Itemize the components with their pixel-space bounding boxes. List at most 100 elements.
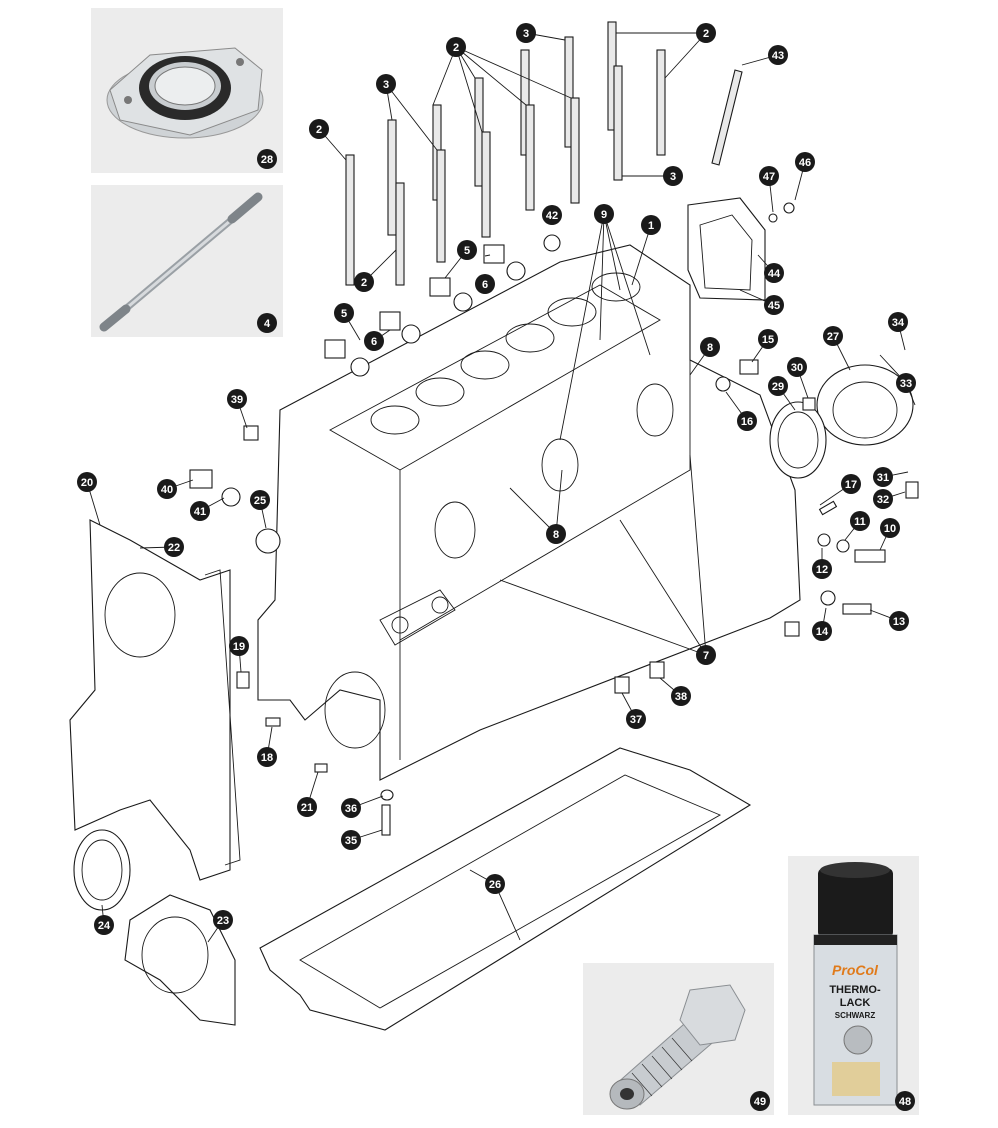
callout-circle bbox=[364, 331, 384, 351]
callout-circle bbox=[889, 611, 909, 631]
callout-circle bbox=[888, 312, 908, 332]
callout-circle bbox=[457, 240, 477, 260]
callout-26: 26 bbox=[485, 874, 505, 894]
callout-number: 47 bbox=[763, 171, 775, 183]
callout-number: 15 bbox=[762, 334, 774, 346]
callout-number: 39 bbox=[231, 394, 243, 406]
callout-18: 18 bbox=[257, 747, 277, 767]
callout-circle bbox=[257, 313, 277, 333]
callout-circle bbox=[758, 329, 778, 349]
sump-gasket bbox=[259, 747, 752, 1031]
callout-10: 10 bbox=[880, 518, 900, 538]
callout-38: 38 bbox=[671, 686, 691, 706]
callout-34: 34 bbox=[888, 312, 908, 332]
callout-number: 25 bbox=[254, 495, 266, 507]
callout-circle bbox=[542, 205, 562, 225]
callout-circle bbox=[250, 490, 270, 510]
can-line3-text: SCHWARZ bbox=[835, 1011, 876, 1020]
callout-8: 8 bbox=[700, 337, 720, 357]
callout-circle bbox=[164, 537, 184, 557]
callout-number: 44 bbox=[768, 268, 781, 280]
callout-circle bbox=[873, 467, 893, 487]
callout-circle bbox=[663, 166, 683, 186]
callout-circle bbox=[446, 37, 466, 57]
callout-circle bbox=[787, 357, 807, 377]
callout-48: 48 bbox=[895, 1091, 915, 1111]
callout-circle bbox=[873, 489, 893, 509]
callout-circle bbox=[750, 1091, 770, 1111]
callout-number: 5 bbox=[464, 245, 470, 257]
callout-46: 46 bbox=[795, 152, 815, 172]
photo-paint-can: ProCol THERMO- LACK SCHWARZ bbox=[788, 856, 919, 1115]
callout-circle bbox=[795, 152, 815, 172]
callout-number: 12 bbox=[816, 564, 828, 576]
callout-circle bbox=[257, 747, 277, 767]
callout-circle bbox=[229, 636, 249, 656]
dipstick-tube bbox=[711, 69, 743, 166]
callout-circle bbox=[516, 23, 536, 43]
callout-25: 25 bbox=[250, 490, 270, 510]
callout-circle bbox=[309, 119, 329, 139]
callout-circle bbox=[475, 274, 495, 294]
callout-15: 15 bbox=[758, 329, 778, 349]
callout-circle bbox=[297, 797, 317, 817]
callout-9: 9 bbox=[594, 204, 614, 224]
callout-number: 42 bbox=[546, 210, 558, 222]
callout-1: 1 bbox=[641, 215, 661, 235]
callout-22: 22 bbox=[164, 537, 184, 557]
callout-number: 38 bbox=[675, 691, 687, 703]
callout-40: 40 bbox=[157, 479, 177, 499]
callout-number: 33 bbox=[900, 378, 912, 390]
callout-circle bbox=[764, 263, 784, 283]
callout-number: 31 bbox=[877, 472, 889, 484]
callout-number: 7 bbox=[703, 650, 709, 662]
callout-11: 11 bbox=[850, 511, 870, 531]
callout-number: 30 bbox=[791, 362, 803, 374]
callout-circle bbox=[354, 272, 374, 292]
callout-number: 19 bbox=[233, 641, 245, 653]
callout-number: 17 bbox=[845, 479, 857, 491]
callout-16: 16 bbox=[737, 411, 757, 431]
callout-33: 33 bbox=[896, 373, 916, 393]
callout-number: 9 bbox=[601, 209, 607, 221]
callout-circle bbox=[812, 559, 832, 579]
callout-39: 39 bbox=[227, 389, 247, 409]
callout-2: 2 bbox=[696, 23, 716, 43]
callout-41: 41 bbox=[190, 501, 210, 521]
callout-circle bbox=[626, 709, 646, 729]
callout-circle bbox=[696, 23, 716, 43]
callout-44: 44 bbox=[764, 263, 784, 283]
callout-circle bbox=[594, 204, 614, 224]
photo-seal-housing bbox=[91, 8, 283, 173]
callout-number: 21 bbox=[301, 802, 313, 814]
callout-37: 37 bbox=[626, 709, 646, 729]
callout-49: 49 bbox=[750, 1091, 770, 1111]
side-cover-gasket bbox=[687, 197, 766, 301]
callout-number: 3 bbox=[523, 28, 529, 40]
callout-17: 17 bbox=[841, 474, 861, 494]
callout-29: 29 bbox=[768, 376, 788, 396]
callout-14: 14 bbox=[812, 621, 832, 641]
callout-number: 2 bbox=[361, 277, 367, 289]
callout-24: 24 bbox=[94, 915, 114, 935]
callout-2: 2 bbox=[354, 272, 374, 292]
callout-circle bbox=[341, 830, 361, 850]
callout-6: 6 bbox=[475, 274, 495, 294]
callout-circle bbox=[896, 373, 916, 393]
callout-number: 8 bbox=[707, 342, 713, 354]
callout-32: 32 bbox=[873, 489, 893, 509]
callout-number: 3 bbox=[383, 79, 389, 91]
callout-circle bbox=[768, 45, 788, 65]
callout-circle bbox=[94, 915, 114, 935]
callout-number: 45 bbox=[768, 300, 780, 312]
callout-13: 13 bbox=[889, 611, 909, 631]
can-brand-text: ProCol bbox=[832, 962, 879, 978]
callout-number: 14 bbox=[816, 626, 829, 638]
callout-47: 47 bbox=[759, 166, 779, 186]
callout-5: 5 bbox=[334, 303, 354, 323]
callout-7: 7 bbox=[696, 645, 716, 665]
plug-42 bbox=[543, 234, 561, 252]
callout-circle bbox=[227, 389, 247, 409]
callout-2: 2 bbox=[446, 37, 466, 57]
